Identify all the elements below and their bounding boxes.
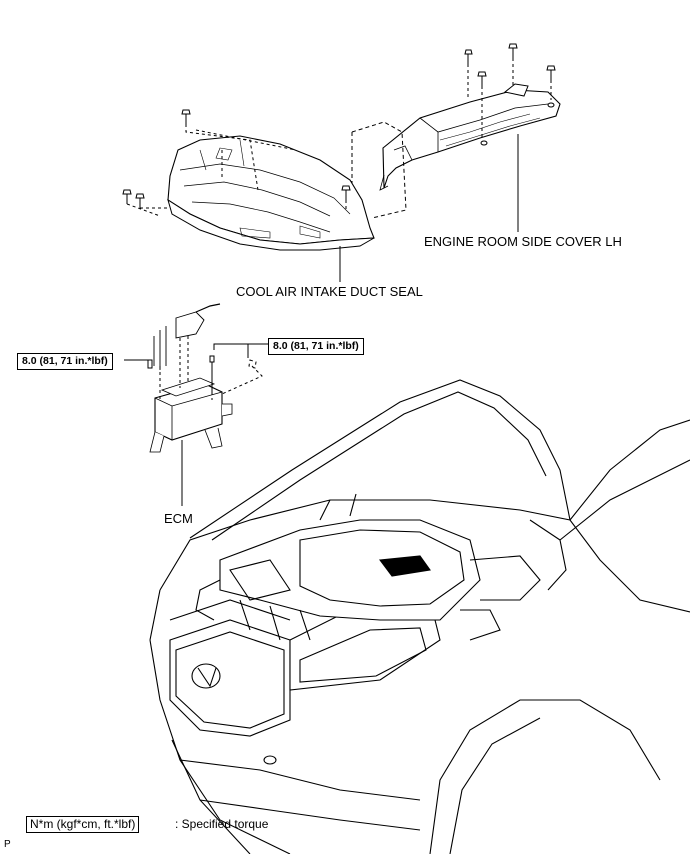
side-cover-clips — [464, 43, 556, 140]
torque-unit-legend-box: N*m (kgf*cm, ft.*lbf) — [26, 816, 140, 834]
cool-air-intake-duct-seal-part — [167, 135, 375, 251]
vehicle-illustration — [149, 379, 690, 854]
torque-right-leader — [213, 343, 270, 358]
engine-room-side-cover-label: ENGINE ROOM SIDE COVER LH — [424, 234, 622, 249]
cool-air-intake-duct-seal-label: COOL AIR INTAKE DUCT SEAL — [236, 284, 423, 299]
ecm-part — [147, 303, 263, 453]
figure-id: P — [4, 839, 11, 850]
ecm-label: ECM — [164, 511, 193, 526]
torque-spec-left: 8.0 (81, 71 in.*lbf) — [17, 353, 113, 370]
side-cover-guide-box — [351, 121, 407, 219]
torque-spec-right: 8.0 (81, 71 in.*lbf) — [268, 338, 364, 355]
torque-unit-legend-text: : Specified torque — [175, 817, 269, 831]
duct-seal-clips — [122, 109, 351, 217]
engine-room-side-cover-part — [379, 83, 561, 191]
